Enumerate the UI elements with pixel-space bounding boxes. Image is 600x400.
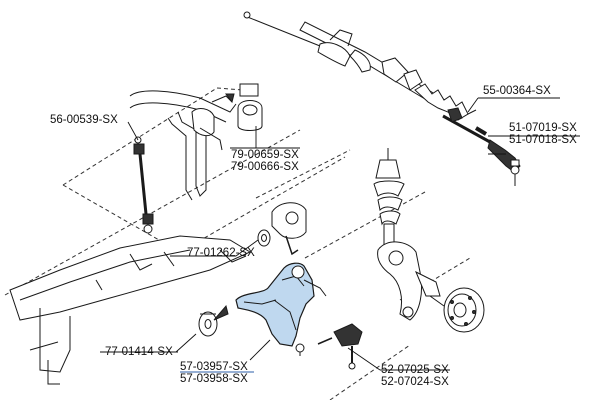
knuckle xyxy=(377,241,445,321)
part-code: 52-07024-SX xyxy=(381,376,449,388)
subframe xyxy=(9,235,252,385)
steering-rack xyxy=(243,11,446,109)
part-code: 57-03958-SX xyxy=(180,373,248,385)
inner-tie-rod xyxy=(442,107,491,144)
strut xyxy=(373,148,405,255)
part-code: 79-00666-SX xyxy=(231,161,299,173)
label-stabilizer-bushing: 79-00659-SX 79-00666-SX xyxy=(231,149,299,173)
part-code: 79-00659-SX xyxy=(231,149,299,161)
part-code-highlighted[interactable]: 57-03957-SX xyxy=(180,361,248,373)
part-code: 77-01262-SX xyxy=(187,247,255,259)
part-code: 55-00364-SX xyxy=(483,85,551,97)
part-code: 56-00539-SX xyxy=(50,114,118,126)
part-code: 51-07019-SX xyxy=(509,122,577,134)
leader-lines xyxy=(100,97,580,373)
stabilizer-bushing xyxy=(225,83,263,131)
arm-bushing-front xyxy=(198,304,229,337)
label-ball-joint: 52-07025-SX 52-07024-SX xyxy=(381,364,449,388)
part-code: 77-01414-SX xyxy=(105,346,173,358)
stabilizer-bar xyxy=(129,90,237,201)
label-tie-rod-end: 51-07019-SX 51-07018-SX xyxy=(509,122,577,146)
label-stabilizer-link: 56-00539-SX xyxy=(50,114,118,126)
rack-boot xyxy=(414,83,477,121)
label-arm-bushing-rear: 77-01262-SX xyxy=(187,247,255,259)
label-arm-bushing-front: 77-01414-SX xyxy=(105,346,173,358)
part-code: 51-07018-SX xyxy=(509,134,577,146)
arm-bushing-rear xyxy=(257,202,307,256)
label-rack-boot: 55-00364-SX xyxy=(483,85,551,97)
stabilizer-link xyxy=(133,136,154,234)
tie-rod-end xyxy=(487,139,521,186)
label-control-arm: 57-03957-SX 57-03958-SX xyxy=(180,361,248,385)
ball-joint xyxy=(317,323,363,370)
wheel-hub xyxy=(443,287,485,333)
control-arm xyxy=(235,262,327,356)
part-code: 52-07025-SX xyxy=(381,364,449,376)
